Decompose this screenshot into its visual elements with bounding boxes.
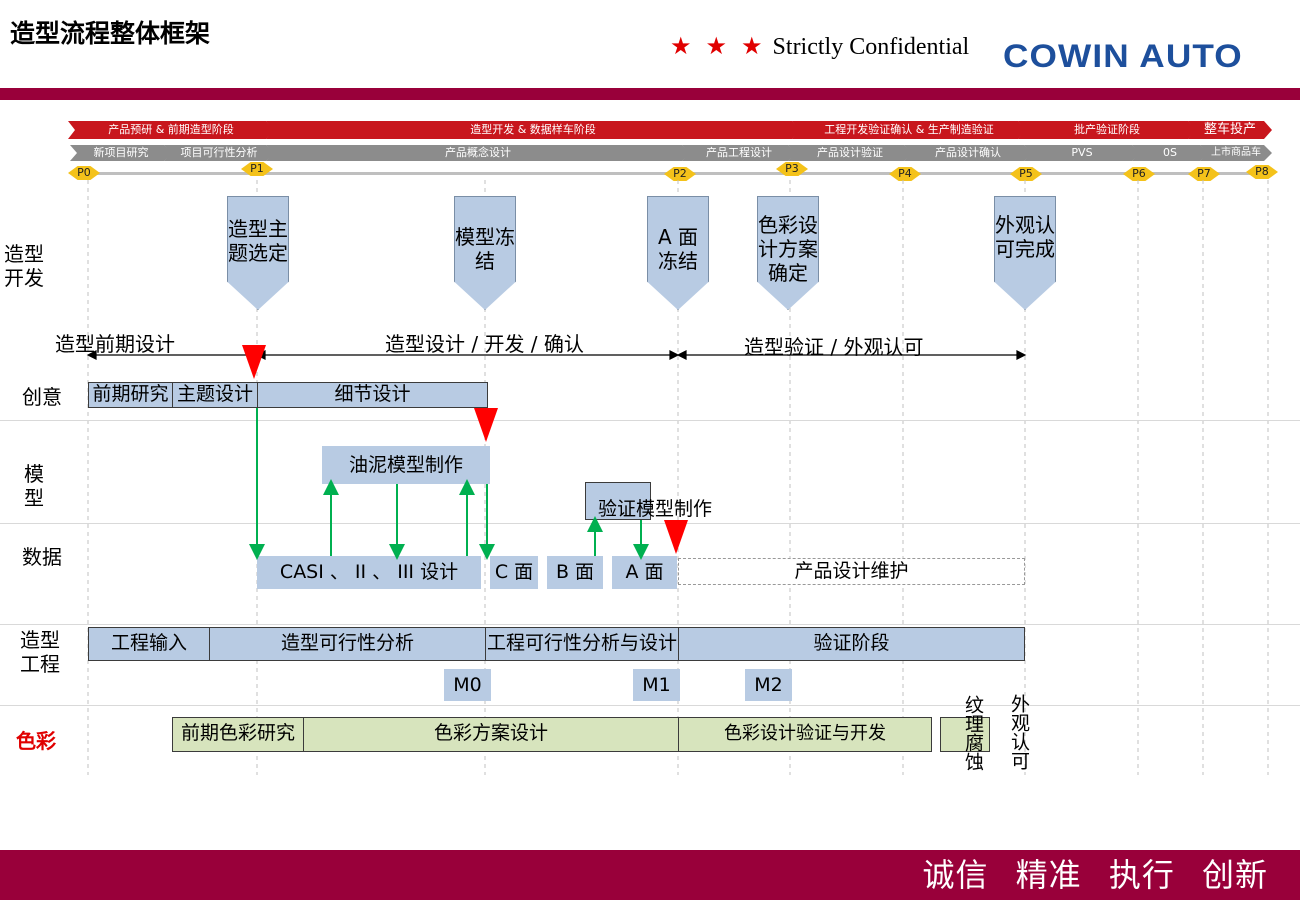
- row-label-creative: 创意: [22, 385, 62, 409]
- footer-slogan: 诚信 精准 执行 创新: [922, 856, 1268, 894]
- color-texture-label: 纹理腐蚀: [962, 695, 984, 771]
- row-label-color: 色彩: [16, 729, 56, 753]
- creative-detail-design: 细节设计: [257, 382, 488, 408]
- color-appearance-label: 外观认可: [1008, 694, 1030, 770]
- gate-p4: P4: [889, 167, 921, 181]
- substage-arrow-5: 产品设计验证: [788, 145, 912, 161]
- data-b-surface: B 面: [547, 556, 603, 589]
- gate-p0: P0: [68, 166, 100, 180]
- confidential-label: ★ ★ ★ Strictly Confidential: [670, 32, 969, 61]
- confidential-text: Strictly Confidential: [772, 34, 970, 60]
- row-label-data: 数据: [22, 545, 62, 569]
- gate-marker-triangle: [474, 408, 498, 442]
- color-early-research: 前期色彩研究: [172, 717, 304, 752]
- eng-milestone-m0: M0: [444, 669, 491, 701]
- creative-early-research: 前期研究: [88, 382, 173, 408]
- milestone-model-freeze: 模型冻结: [454, 196, 516, 310]
- substage-arrow-3: 产品概念设计: [266, 145, 690, 161]
- model-clay-model: 油泥模型制作: [322, 446, 490, 484]
- substage-arrow-4: 产品工程设计: [682, 145, 796, 161]
- eng-feasibility-design: 工程可行性分析与设计: [485, 627, 679, 661]
- color-scheme-design: 色彩方案设计: [303, 717, 679, 752]
- model-validation-box: [585, 482, 651, 520]
- stage-arrow-1: 产品预研 & 前期造型阶段: [68, 121, 274, 139]
- gate-p5: P5: [1010, 167, 1042, 181]
- phase-label-design: 造型设计 / 开发 / 确认: [385, 332, 584, 356]
- color-texture-box: [940, 717, 990, 752]
- footer-bar: [0, 850, 1300, 900]
- stage-arrow-2: 造型开发 & 数据样车阶段: [266, 121, 800, 139]
- page-title: 造型流程整体框架: [10, 19, 211, 48]
- gate-p8: P8: [1246, 165, 1278, 179]
- eng-milestone-m2: M2: [745, 669, 792, 701]
- gate-p6: P6: [1123, 167, 1155, 181]
- gate-p1: P1: [241, 162, 273, 176]
- gate-marker-triangle: [664, 520, 688, 554]
- star-icon: ★ ★ ★: [670, 34, 767, 60]
- gate-p2: P2: [664, 167, 696, 181]
- stage-arrow-3: 工程开发验证确认 & 生产制造验证: [792, 121, 1026, 139]
- eng-input: 工程输入: [88, 627, 210, 661]
- data-casi-design: CASI 、 II 、 III 设计: [257, 556, 481, 589]
- row-separator: [0, 420, 1300, 421]
- model-validation-label: 验证模型制作: [598, 498, 713, 520]
- data-a-surface: A 面: [612, 556, 677, 589]
- eng-milestone-m1: M1: [633, 669, 680, 701]
- row-separator: [0, 705, 1300, 706]
- phase-label-early: 造型前期设计: [55, 332, 175, 356]
- creative-theme-design: 主题设计: [172, 382, 258, 408]
- header-divider-bar: [0, 88, 1300, 100]
- stage-arrow-5: 整车投产: [1188, 121, 1272, 139]
- substage-arrow-7: PVS: [1024, 145, 1140, 161]
- stage-arrow-4: 批产验证阶段: [1018, 121, 1196, 139]
- substage-arrow-9: 上市商品车: [1200, 145, 1272, 161]
- data-c-surface: C 面: [490, 556, 538, 589]
- eng-validation-phase: 验证阶段: [678, 627, 1025, 661]
- substage-arrow-2: 项目可行性分析: [164, 145, 274, 161]
- eng-styling-feasibility: 造型可行性分析: [209, 627, 486, 661]
- row-label-styling-dev: 造型 开发: [4, 242, 44, 290]
- gate-marker-triangle: [242, 345, 266, 379]
- row-label-eng: 造型 工程: [20, 628, 60, 676]
- row-separator: [0, 624, 1300, 625]
- gate-p3: P3: [776, 162, 808, 176]
- row-label-model: 模 型: [24, 462, 44, 510]
- color-validation-dev: 色彩设计验证与开发: [678, 717, 932, 752]
- gate-p7: P7: [1188, 167, 1220, 181]
- data-product-maintenance: 产品设计维护: [678, 558, 1025, 585]
- company-logo: COWIN AUTO: [1003, 38, 1243, 74]
- row-separator: [0, 523, 1300, 524]
- substage-arrow-6: 产品设计确认: [904, 145, 1032, 161]
- substage-arrow-1: 新项目研究: [70, 145, 172, 161]
- substage-arrow-8: 0S: [1132, 145, 1208, 161]
